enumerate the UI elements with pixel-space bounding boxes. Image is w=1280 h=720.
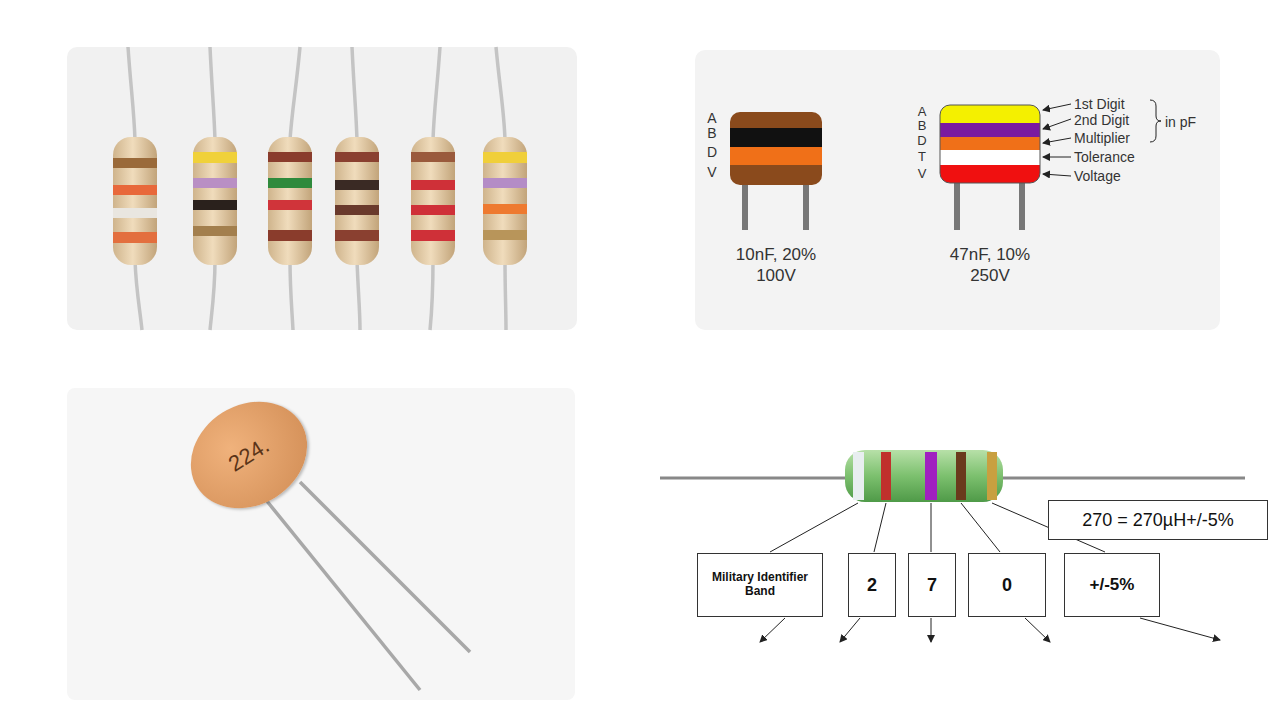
box-text: 0: [1002, 575, 1012, 596]
inductor-color-code: [660, 450, 1245, 642]
capacitor-color-code: [695, 50, 1220, 330]
box-text: 2: [867, 575, 877, 596]
box-text: 7: [927, 575, 937, 596]
band-letter: D: [707, 145, 717, 159]
voltage-text: 100V: [756, 267, 796, 284]
band-letter: B: [707, 126, 716, 140]
band-letter: D: [917, 134, 926, 147]
resistor-photo: [67, 47, 577, 330]
band-label: 2nd Digit: [1074, 113, 1129, 127]
value-text: 47nF, 10%: [950, 246, 1030, 263]
voltage-text: 250V: [970, 267, 1010, 284]
callout-box: 0: [968, 553, 1046, 617]
band-letter: V: [918, 167, 927, 180]
unit-note: in pF: [1165, 115, 1196, 129]
band-label: Multiplier: [1074, 131, 1130, 145]
marking-text: 224.: [224, 433, 274, 477]
band-letter: V: [707, 165, 716, 179]
callout-box: 2: [848, 553, 896, 617]
ceramic-capacitor-photo: [67, 388, 575, 700]
band-letter: A: [918, 105, 927, 118]
callout-box: 7: [908, 553, 956, 617]
box-text: 270 = 270µH+/-5%: [1082, 510, 1233, 531]
band-letter: B: [918, 119, 927, 132]
band-label: Tolerance: [1074, 150, 1135, 164]
band-letter: A: [707, 111, 716, 125]
callout-box: Military Identifier Band: [697, 553, 823, 617]
value-box: 270 = 270µH+/-5%: [1048, 500, 1268, 540]
band-label: 1st Digit: [1074, 97, 1125, 111]
value-text: 10nF, 20%: [736, 246, 816, 263]
band-letter: T: [918, 150, 926, 163]
callout-box: +/-5%: [1064, 553, 1160, 617]
box-text: +/-5%: [1090, 575, 1135, 595]
band-label: Voltage: [1074, 169, 1121, 183]
box-text: Military Identifier Band: [704, 571, 816, 599]
